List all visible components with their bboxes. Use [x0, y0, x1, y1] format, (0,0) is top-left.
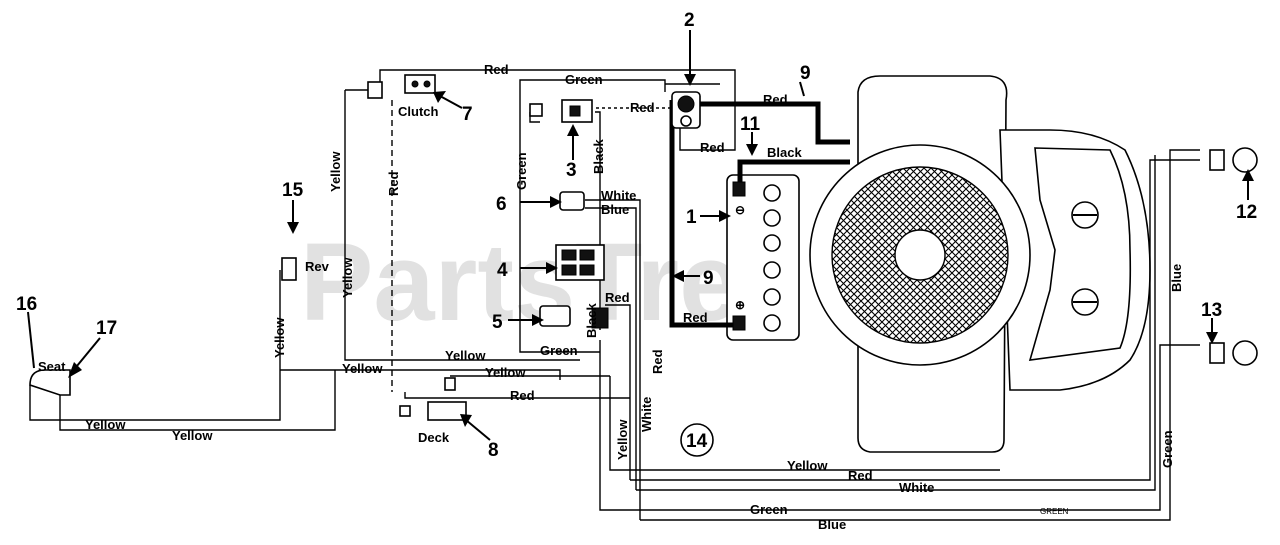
wire-label-yellow-mid1: Yellow	[445, 348, 486, 363]
part-number-2: 2	[684, 10, 695, 31]
wire-label-green-right-vertical: Green	[1160, 430, 1175, 468]
wire-label-green-center: Green	[540, 343, 578, 358]
wire-label-green-top: Green	[565, 72, 603, 87]
callout-arrows	[27, 30, 1254, 441]
fuse-holder	[539, 305, 609, 329]
part-number-8: 8	[488, 440, 499, 461]
part-number-12: 12	[1236, 202, 1257, 223]
wire-label-white-bottom-run: White	[899, 480, 934, 495]
wire-label-white-bottom-vertical: White	[639, 397, 654, 432]
headlight-13	[1209, 340, 1258, 366]
part-number-17: 17	[96, 318, 117, 339]
rev-label: Rev	[305, 259, 330, 274]
wire-label-yellow-bottom-run: Yellow	[787, 458, 828, 473]
cable-red-9	[700, 101, 850, 145]
wire-label-red-battery-top: Red	[763, 92, 788, 107]
callout-14-ring	[680, 423, 714, 457]
wire-label-blue-bottom-run: Blue	[818, 517, 846, 532]
part-number-3: 3	[566, 160, 577, 181]
wire-label-yellow-center-vertical: Yellow	[340, 257, 355, 298]
wire-label-yellow-mid3: Yellow	[485, 365, 526, 380]
part-number-9-side: 9	[703, 268, 714, 289]
wire-label-red-left-vertical: Red	[386, 171, 401, 196]
wire-label-yellow-bottom-vertical: Yellow	[615, 419, 630, 460]
clutch-connector	[367, 74, 436, 99]
wire-label-black-center: Black	[584, 303, 599, 338]
wire-label-red-solenoid-bottom: Red	[700, 140, 725, 155]
wire-label-red-battery-bottom: Red	[683, 310, 708, 325]
wire-label-yellow-mid2: Yellow	[342, 361, 383, 376]
part-number-9-top: 9	[800, 63, 811, 84]
wire-label-red-bottom-run: Red	[848, 468, 873, 483]
wire-label-blue-key: Blue	[601, 202, 629, 217]
deck-switch	[399, 377, 467, 421]
wire-label-yellow-left-vertical: Yellow	[328, 151, 343, 192]
part-number-7: 7	[462, 104, 473, 125]
engine	[809, 75, 1151, 453]
cable-black-11	[737, 159, 850, 182]
wire-label-red-solenoid: Red	[630, 100, 655, 115]
wire-label-yellow-bottom1: Yellow	[85, 417, 126, 432]
wire-label-green-bottom-run: Green	[750, 502, 788, 517]
wire-label-green-small: GREEN	[1040, 507, 1069, 516]
headlight-12	[1209, 147, 1258, 173]
part-number-14: 14	[686, 431, 708, 452]
wire-label-yellow-bottom2: Yellow	[172, 428, 213, 443]
svg-text:⊕: ⊕	[735, 298, 745, 312]
seat-label: Seat	[38, 359, 66, 374]
wire-label-white-key: White	[601, 188, 636, 203]
deck-label: Deck	[418, 430, 450, 445]
part-number-11: 11	[740, 114, 761, 135]
wire-label-red-center-vertical: Red	[650, 349, 665, 374]
wire-label-yellow-rev-vertical: Yellow	[272, 317, 287, 358]
key-switch	[529, 99, 593, 123]
part-number-5: 5	[492, 312, 503, 333]
part-number-6: 6	[496, 194, 507, 215]
wire-label-red-center: Red	[605, 290, 630, 305]
wire-label-blue-right-vertical: Blue	[1169, 264, 1184, 292]
battery: ⊖ ⊕	[726, 174, 800, 341]
cable-red-battery	[669, 100, 733, 328]
part-number-15: 15	[282, 180, 304, 201]
solenoid	[665, 83, 720, 129]
light-switch	[559, 191, 585, 211]
part-number-1: 1	[686, 207, 697, 228]
part-number-4: 4	[497, 260, 508, 281]
wire-label-green-left-vertical: Green	[514, 152, 529, 190]
wire-label-black-engine: Black	[767, 145, 802, 160]
wire-label-red-mid: Red	[510, 388, 535, 403]
seat-switch	[29, 369, 71, 396]
clutch-label: Clutch	[398, 104, 439, 119]
rev-switch	[281, 257, 297, 281]
wire-label-red-top: Red	[484, 62, 509, 77]
svg-text:⊖: ⊖	[735, 203, 745, 217]
part-number-13: 13	[1201, 300, 1222, 321]
part-number-16: 16	[16, 294, 37, 315]
wire-label-black-key: Black	[591, 139, 606, 174]
